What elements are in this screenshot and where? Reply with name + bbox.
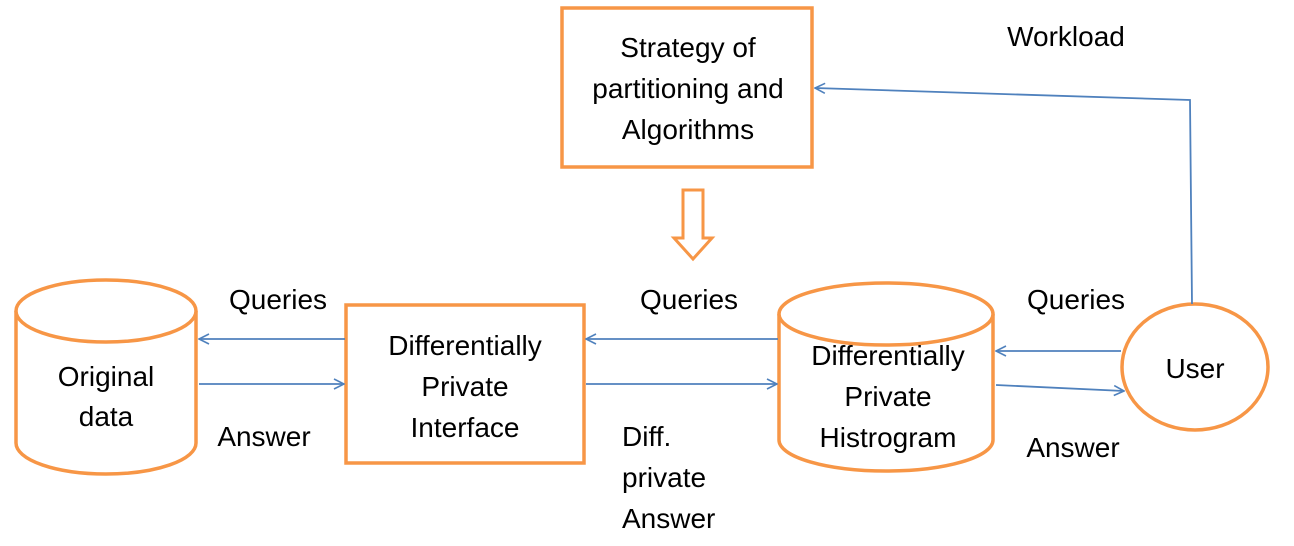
workload-label: Workload [1007, 21, 1125, 52]
interface-label-line-3: Interface [411, 412, 520, 443]
histogram-cylinder-top [777, 281, 995, 347]
interface-label-line-1: Differentially [388, 330, 542, 361]
strategy-label-line-2: partitioning and [592, 73, 783, 104]
strategy-to-histogram-hollow-arrow [670, 188, 716, 262]
interface-node: Differentially Private Interface [344, 303, 586, 465]
histogram-label-line-2: Private [844, 381, 931, 412]
strategy-label-line-1: Strategy of [620, 32, 756, 63]
interface-label-line-2: Private [421, 371, 508, 402]
answer-right-arrow [995, 384, 1124, 391]
diff-answer-label-line-3: Answer [622, 503, 715, 534]
original-data-cylinder-top [14, 278, 198, 344]
user-ellipse [1120, 302, 1270, 432]
strategy-label-line-3: Algorithms [622, 114, 754, 145]
original-data-cylinder-body [14, 311, 198, 476]
strategy-node: Strategy of partitioning and Algorithms [560, 6, 814, 169]
diff-answer-label-line-1: Diff. [622, 421, 671, 452]
histogram-label-line-1: Differentially [811, 340, 965, 371]
queries-mid-label: Queries [640, 284, 738, 315]
histogram-node: Differentially Private Histrogram [777, 281, 995, 473]
queries-right-label: Queries [1027, 284, 1125, 315]
queries-left-label: Queries [229, 284, 327, 315]
answer-left-label: Answer [217, 421, 310, 452]
original-data-node: Original data [14, 278, 198, 476]
original-data-label-line-2: data [79, 401, 134, 432]
workload-arrow [815, 88, 1193, 305]
user-label: User [1165, 353, 1224, 384]
histogram-cylinder-body [777, 314, 995, 473]
histogram-label-line-3: Histrogram [820, 422, 957, 453]
diff-answer-label-line-2: private [622, 462, 706, 493]
original-data-label-line-1: Original [58, 361, 154, 392]
answer-right-label: Answer [1026, 432, 1119, 463]
strategy-box [560, 6, 814, 169]
user-node: User [1120, 302, 1270, 432]
interface-box [344, 303, 586, 465]
